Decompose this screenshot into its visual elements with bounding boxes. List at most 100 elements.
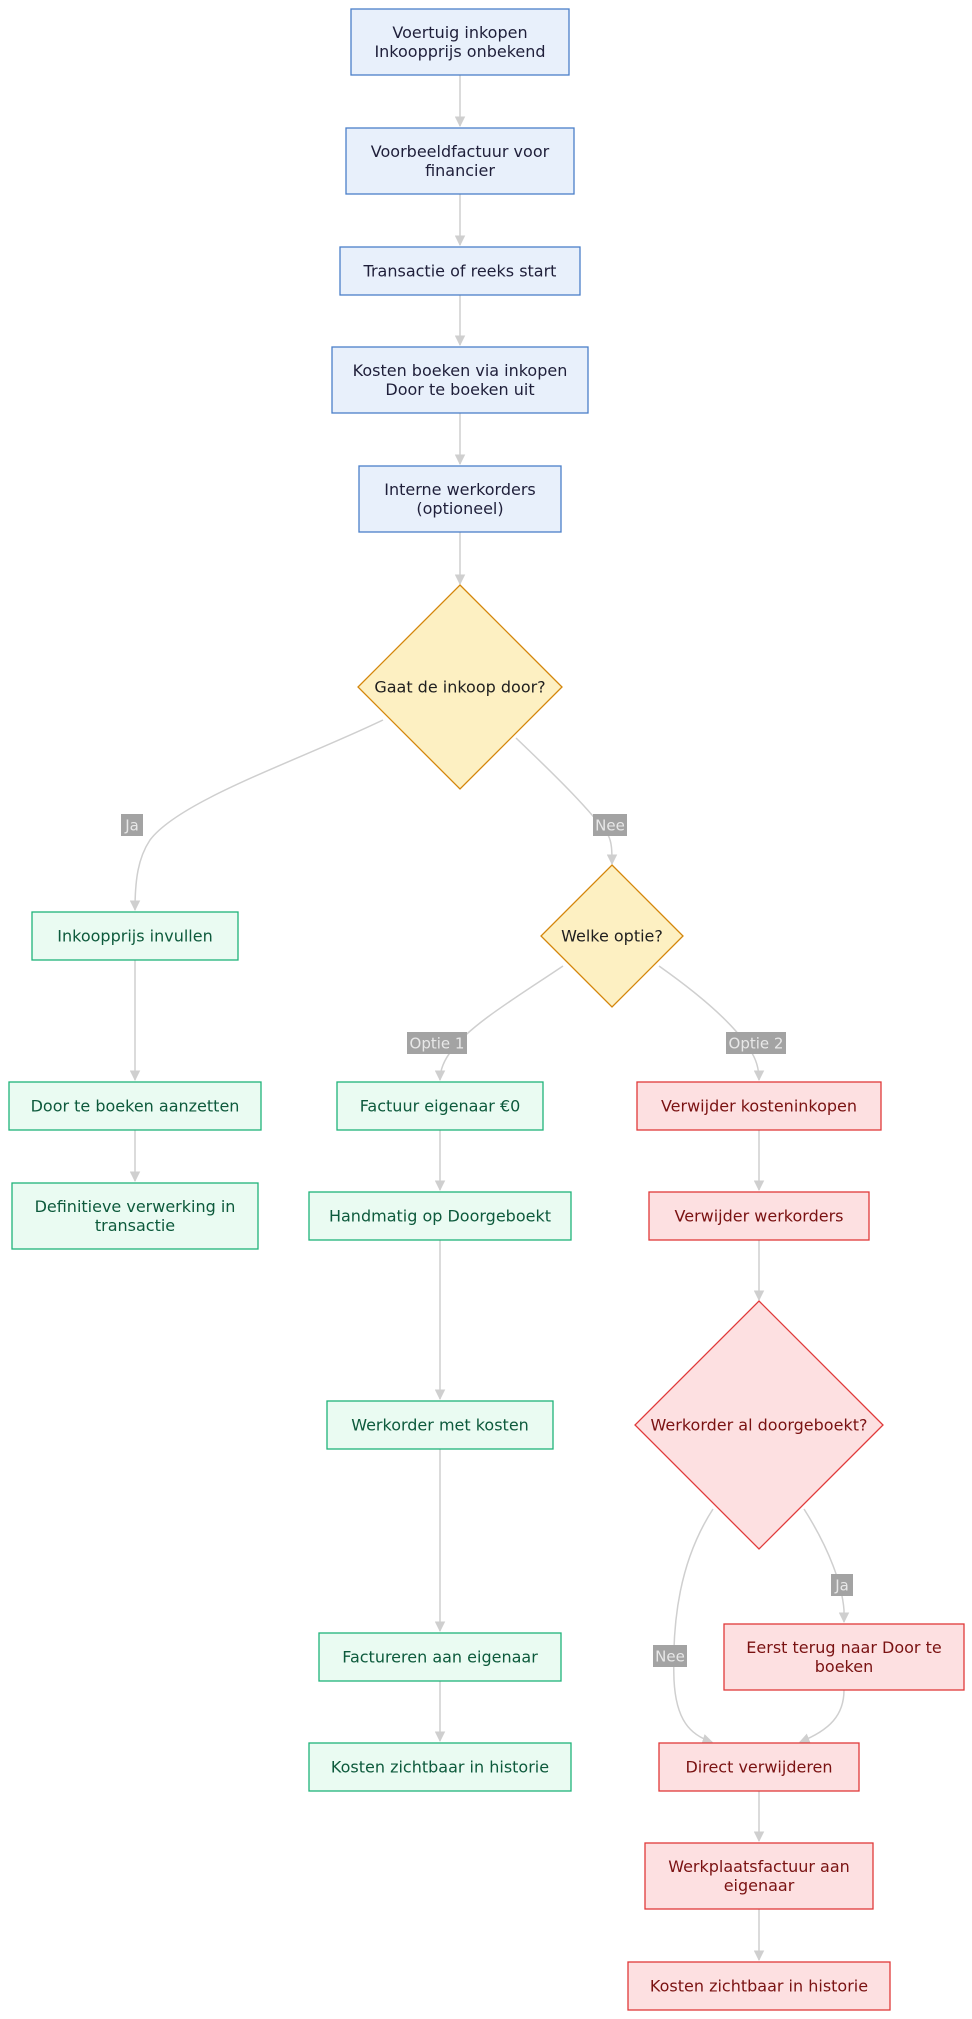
- edge-gaat-nee: [515, 737, 618, 866]
- decision-diamond-werkorder-al-doorgeboekt: [634, 1300, 884, 1550]
- process-box-handmatig-doorgeboekt: [308, 1191, 572, 1241]
- node-label-line: Verwijder werkorders: [675, 1207, 844, 1226]
- process-box-verwijder-werkorders: [648, 1191, 870, 1241]
- process-box-kosten-boeken: [331, 346, 589, 414]
- node-label-line: Door te boeken uit: [385, 380, 534, 399]
- node-label-line: Verwijder kosteninkopen: [661, 1097, 857, 1116]
- edge-label-ja-1-text: Ja: [124, 817, 139, 835]
- decision-diamond-welke-optie: [540, 864, 684, 1008]
- node-label-line: Handmatig op Doorgeboekt: [329, 1207, 551, 1226]
- edge-eerst-to-direct: [799, 1689, 845, 1744]
- node-kosten-zichtbaar-rood: Kosten zichtbaar in historie: [627, 1961, 891, 2011]
- node-kosten-zichtbaar-groen: Kosten zichtbaar in historie: [308, 1742, 572, 1792]
- node-label-line: Inkoopprijs invullen: [57, 927, 212, 946]
- edge-label-nee-2: Nee: [653, 1645, 687, 1667]
- node-direct-verwijderen: Direct verwijderen: [658, 1742, 860, 1792]
- node-werkorder-al-doorgeboekt: Werkorder al doorgeboekt?: [634, 1300, 884, 1550]
- node-label-line: Factureren aan eigenaar: [342, 1648, 538, 1667]
- node-label-line: Door te boeken aanzetten: [31, 1097, 240, 1116]
- edge-label-optie-2-text: Optie 2: [729, 1035, 784, 1053]
- node-label-line: Welke optie?: [561, 927, 663, 946]
- edge-label-ja-1-background: [121, 814, 143, 836]
- node-label-line: Kosten zichtbaar in historie: [331, 1758, 549, 1777]
- edge-label-nee-1: Nee: [593, 814, 627, 836]
- edge-label-ja-1: Ja: [121, 814, 143, 836]
- process-box-transactie-start: [339, 246, 581, 296]
- process-box-werkorder-met-kosten: [326, 1400, 554, 1450]
- node-label-line: Direct verwijderen: [685, 1758, 832, 1777]
- node-label-line: Kosten boeken via inkopen: [353, 361, 568, 380]
- edge-label-ja-2: Ja: [831, 1574, 853, 1596]
- node-transactie-start: Transactie of reeks start: [339, 246, 581, 296]
- node-welke-optie: Welke optie?: [540, 864, 684, 1008]
- node-label-line: Werkorder al doorgeboekt?: [651, 1416, 868, 1435]
- node-label-line: boeken: [815, 1657, 873, 1676]
- edge-welke-optie2: [658, 965, 765, 1082]
- edge-label-nee-2-text: Nee: [655, 1648, 685, 1666]
- edge-doorgeboekt-ja: [803, 1508, 850, 1624]
- node-label-line: Transactie of reeks start: [363, 262, 557, 281]
- node-verwijder-kosteninkopen: Verwijder kosteninkopen: [636, 1081, 882, 1131]
- process-box-factuur-eigenaar: [336, 1081, 544, 1131]
- node-label-line: Inkoopprijs onbekend: [374, 42, 545, 61]
- node-label-line: transactie: [95, 1216, 175, 1235]
- edge-label-optie-1: Optie 1: [407, 1032, 467, 1054]
- edge-label-optie-1-text: Optie 1: [410, 1035, 465, 1053]
- node-door-te-boeken-aanzetten: Door te boeken aanzetten: [8, 1081, 262, 1131]
- node-label-line: (optioneel): [416, 499, 503, 518]
- node-label-line: Werkplaatsfactuur aan: [668, 1857, 850, 1876]
- node-interne-werkorders: Interne werkorders(optioneel): [358, 465, 562, 533]
- edge-label-nee-1-background: [593, 814, 627, 836]
- edge-welke-optie1: [434, 965, 564, 1082]
- edge-doorgeboekt-nee: [672, 1508, 714, 1745]
- process-box-kosten-zichtbaar-groen: [308, 1742, 572, 1792]
- node-label-line: Definitieve verwerking in: [35, 1197, 236, 1216]
- node-inkoopprijs-invullen: Inkoopprijs invullen: [31, 911, 239, 961]
- process-box-verwijder-kosteninkopen: [636, 1081, 882, 1131]
- process-box-definitieve-verwerking: [11, 1182, 259, 1250]
- process-box-direct-verwijderen: [658, 1742, 860, 1792]
- node-gaat-inkoop-door: Gaat de inkoop door?: [357, 584, 563, 790]
- edge-label-ja-2-background: [831, 1574, 853, 1596]
- process-box-eerst-terug: [723, 1623, 965, 1691]
- edge-label-nee-2-background: [653, 1645, 687, 1667]
- node-werkorder-met-kosten: Werkorder met kosten: [326, 1400, 554, 1450]
- node-label-line: financier: [425, 161, 495, 180]
- node-label-line: Voorbeeldfactuur voor: [371, 142, 550, 161]
- node-verwijder-werkorders: Verwijder werkorders: [648, 1191, 870, 1241]
- node-factureren-eigenaar: Factureren aan eigenaar: [318, 1632, 562, 1682]
- edge-gaat-ja: [129, 719, 384, 912]
- edge-label-nee-1-text: Nee: [595, 817, 625, 835]
- node-label-line: Gaat de inkoop door?: [374, 678, 545, 697]
- process-box-voertuig-inkopen: [350, 8, 570, 76]
- process-box-werkplaatsfactuur: [644, 1842, 874, 1910]
- process-box-factureren-eigenaar: [318, 1632, 562, 1682]
- node-label-line: Kosten zichtbaar in historie: [650, 1977, 868, 1996]
- node-label-line: Factuur eigenaar €0: [360, 1097, 521, 1116]
- node-factuur-eigenaar: Factuur eigenaar €0: [336, 1081, 544, 1131]
- process-box-voorbeeldfactuur: [345, 127, 575, 195]
- node-label-line: Eerst terug naar Door te: [746, 1638, 941, 1657]
- process-box-interne-werkorders: [358, 465, 562, 533]
- edge-label-optie-2: Optie 2: [726, 1032, 786, 1054]
- decision-diamond-gaat-inkoop-door: [357, 584, 563, 790]
- node-label-line: Interne werkorders: [384, 480, 536, 499]
- process-box-door-te-boeken-aanzetten: [8, 1081, 262, 1131]
- node-handmatig-doorgeboekt: Handmatig op Doorgeboekt: [308, 1191, 572, 1241]
- process-box-kosten-zichtbaar-rood: [627, 1961, 891, 2011]
- edge-label-ja-2-text: Ja: [834, 1577, 849, 1595]
- node-label-line: eigenaar: [724, 1876, 795, 1895]
- edge-label-optie-2-background: [726, 1032, 786, 1054]
- node-label-line: Voertuig inkopen: [392, 23, 527, 42]
- edges-layer: [129, 75, 850, 1962]
- node-label-line: Werkorder met kosten: [351, 1416, 529, 1435]
- process-box-inkoopprijs-invullen: [31, 911, 239, 961]
